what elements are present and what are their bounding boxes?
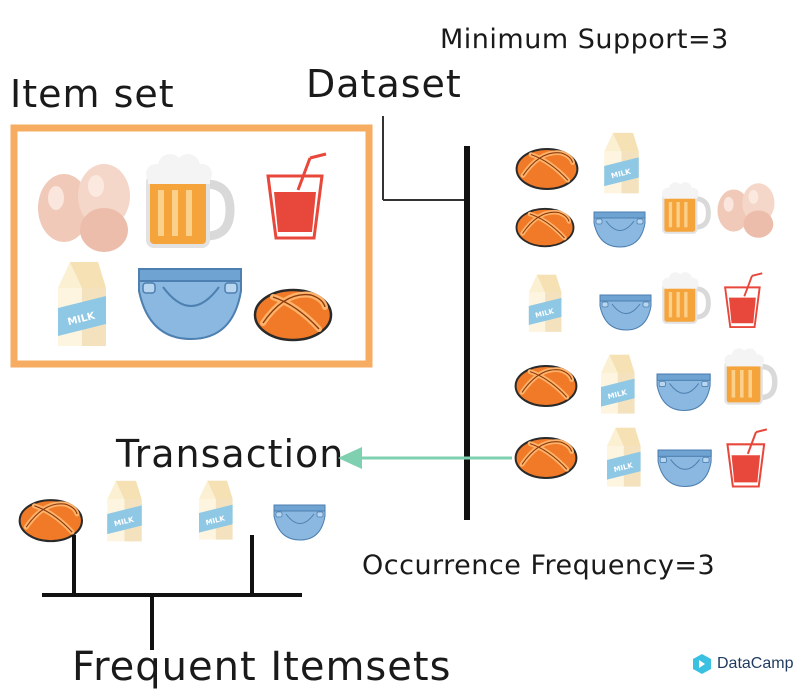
transaction-label: Transaction [116, 432, 345, 476]
frequent-itemsets-label: Frequent Itemsets [72, 644, 452, 690]
item-juice [266, 152, 328, 240]
frequent-diaper [273, 504, 326, 541]
item-set-frame [10, 124, 373, 368]
frequent-milk-1 [107, 480, 142, 542]
row4-milk [601, 354, 635, 414]
transaction-arrow-head [338, 447, 362, 469]
row4-diaper [656, 373, 711, 412]
occurrence-frequency-label: Occurrence Frequency=3 [362, 550, 716, 581]
item-eggs [38, 164, 130, 252]
item-bread [255, 290, 331, 340]
row2-bread [517, 209, 574, 247]
minimum-support-label: Minimum Support=3 [440, 24, 729, 55]
datacamp-brand: DataCamp [692, 653, 793, 675]
row3-juice [724, 272, 764, 329]
datacamp-logo-icon [693, 654, 711, 674]
row4-bread [516, 366, 577, 406]
datacamp-brand-text: DataCamp [717, 655, 794, 672]
row5-juice [726, 428, 768, 488]
frequent-bread [20, 500, 82, 541]
item-diaper [138, 268, 242, 340]
row2-eggs [717, 183, 775, 238]
row1-bread [517, 149, 578, 189]
item-beer [146, 154, 230, 246]
frequent-milk-2 [199, 480, 233, 540]
transaction-row-1 [517, 132, 639, 194]
row4-beer [724, 348, 774, 403]
row2-diaper [593, 211, 646, 248]
row3-milk [528, 274, 562, 332]
row3-diaper [599, 294, 652, 331]
item-milk [58, 262, 106, 346]
row5-diaper [657, 449, 712, 488]
row5-bread [516, 438, 577, 478]
row3-beer [662, 272, 708, 323]
row1-milk [604, 132, 639, 194]
transaction-row-2 [517, 182, 775, 247]
transaction-row-5 [516, 427, 768, 488]
row2-beer [662, 182, 708, 233]
transaction-row-4 [516, 348, 775, 414]
dataset-label: Dataset [306, 62, 462, 106]
row5-milk [607, 427, 641, 487]
transaction-row-3 [528, 272, 764, 332]
item-set-label: Item set [10, 72, 175, 116]
